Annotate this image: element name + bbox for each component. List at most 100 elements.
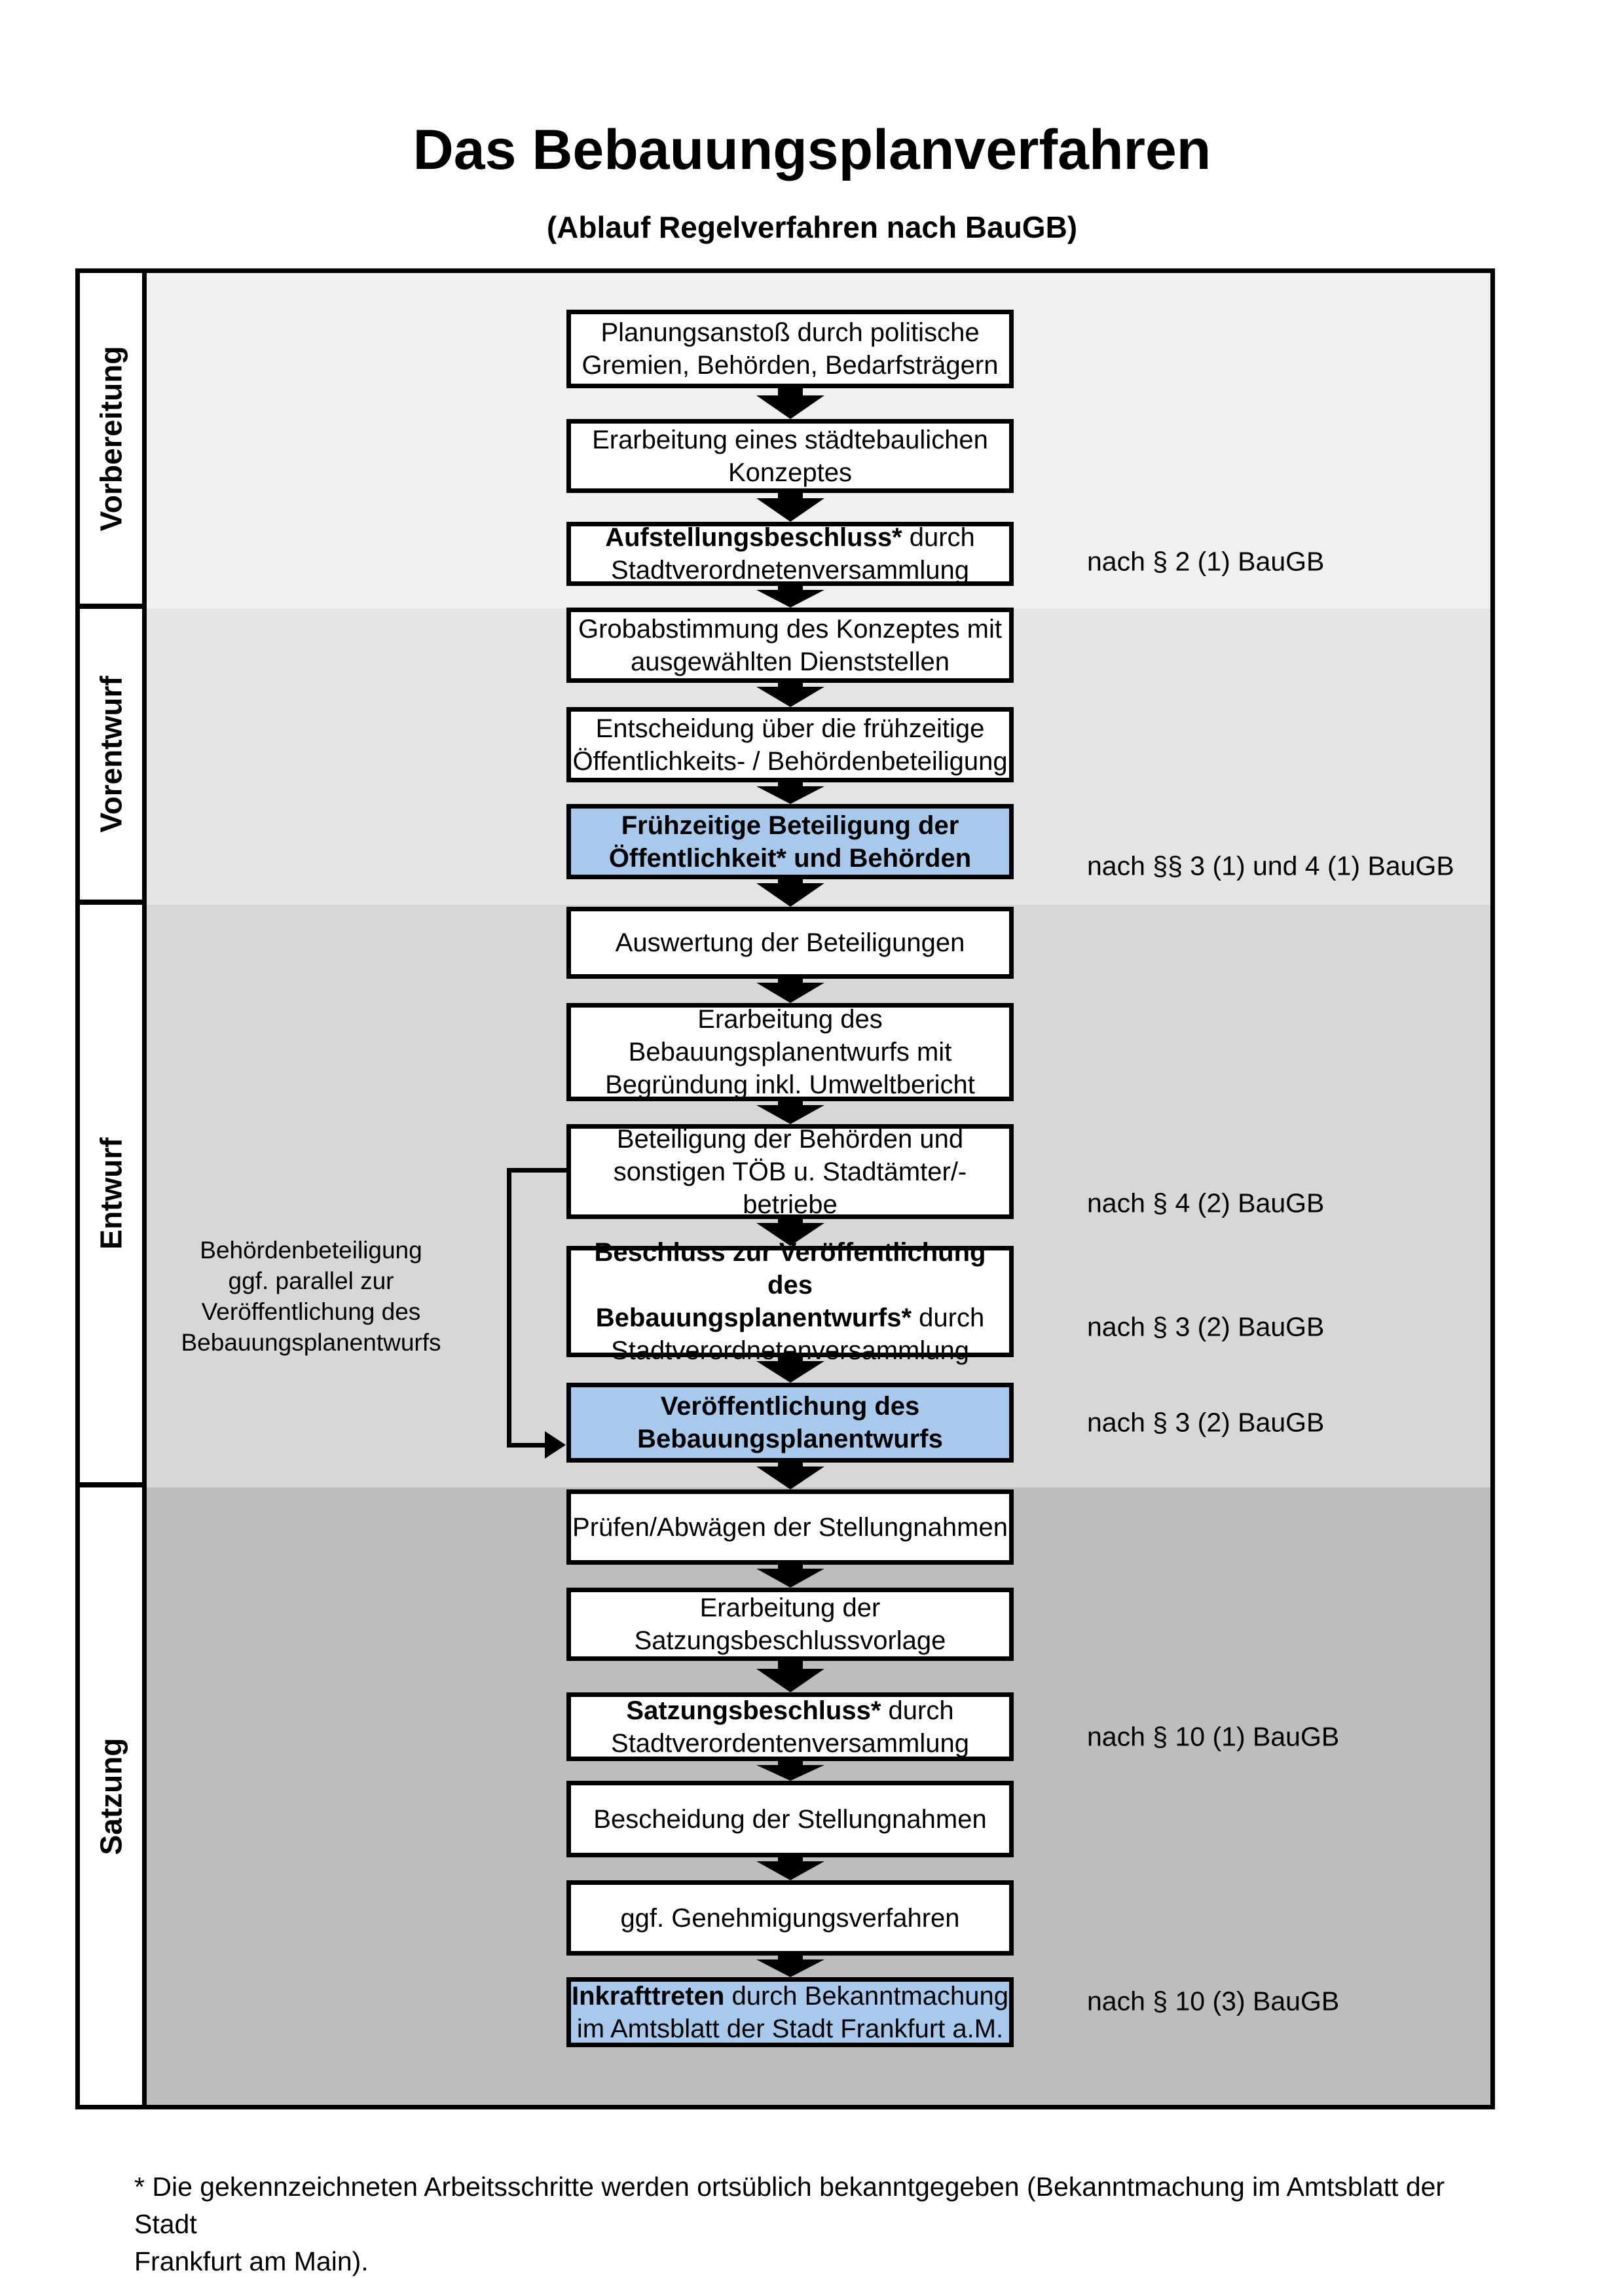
legal-reference: nach § 10 (1) BauGB	[1087, 1721, 1340, 1752]
down-arrow-icon	[756, 1861, 824, 1880]
flow-step-text: Bebauungsplanentwurfs* durch	[595, 1303, 985, 1332]
right-arrow-icon	[545, 1431, 566, 1459]
flow-step-text: Beschluss zur Veröffentlichung des	[594, 1238, 986, 1300]
flow-step-text: Bescheidung der Stellungnahmen	[593, 1804, 987, 1834]
down-arrow-icon	[756, 1361, 824, 1383]
down-arrow-icon	[777, 1357, 803, 1361]
flow-step-text: Stadtverordnetenversammlung	[611, 556, 969, 585]
down-arrow-icon	[756, 1959, 824, 1977]
footnote: * Die gekennzeichneten Arbeitsschritte w…	[134, 2168, 1509, 2280]
flow-step-text: Bebauungsplanentwurfs	[637, 1425, 943, 1453]
down-arrow-icon	[756, 786, 824, 804]
down-arrow-icon	[756, 883, 824, 907]
flow-step-text: im Amtsblatt der Stadt Frankfurt a.M.	[576, 2014, 1004, 2043]
flow-step-text: Erarbeitung eines städtebaulichen	[592, 425, 988, 454]
legal-reference: nach § 3 (2) BauGB	[1087, 1311, 1325, 1342]
diagram-frame	[75, 268, 1495, 2109]
down-arrow-icon	[777, 1956, 803, 1959]
down-arrow-icon	[777, 1101, 803, 1105]
flow-step-text: Erarbeitung der	[699, 1594, 881, 1622]
flow-step-text: Aufstellungsbeschluss* durch	[605, 523, 975, 552]
down-arrow-icon	[756, 1105, 824, 1124]
down-arrow-icon	[777, 1857, 803, 1861]
phase-label-text: Vorentwurf	[94, 676, 128, 833]
page-subtitle: (Ablauf Regelverfahren nach BauGB)	[546, 210, 1078, 244]
flow-step-text: Bebauungsplanentwurfs mit	[628, 1038, 952, 1066]
flow-step-text: Satzungsbeschluss* durch	[626, 1696, 954, 1725]
flow-step-7: Auswertung der Beteiligungen	[566, 907, 1014, 979]
parallel-procedure-note-line: Bebauungsplanentwurfs	[181, 1329, 441, 1356]
flow-step-text: Erarbeitung des	[697, 1005, 883, 1034]
down-arrow-icon	[777, 493, 803, 498]
down-arrow-icon	[756, 1669, 824, 1692]
phase-label-text: Entwurf	[94, 1137, 128, 1250]
down-arrow-icon	[777, 782, 803, 786]
down-arrow-icon	[777, 1463, 803, 1467]
phase-label-vorbereitung: Vorbereitung	[80, 273, 147, 609]
down-arrow-icon	[777, 1219, 803, 1223]
flow-step-text: Prüfen/Abwägen der Stellungnahmen	[572, 1512, 1008, 1542]
flow-step-text: Stadtverordentenversammlung	[611, 1728, 969, 1758]
down-arrow-icon	[777, 979, 803, 983]
flow-step-text: Öffentlichkeit* und Behörden	[608, 843, 972, 873]
flow-step-text: Grobabstimmung des Konzeptes mit	[578, 614, 1002, 644]
flow-step-text: Frühzeitige Beteiligung der	[621, 811, 959, 840]
down-arrow-icon	[756, 1223, 824, 1246]
flow-step-text: Beteiligung der Behörden und	[616, 1124, 964, 1154]
flow-step-16: ggf. Genehmigungsverfahren	[566, 1880, 1014, 1956]
flow-step-text: Satzungsbeschlussvorlage	[634, 1626, 946, 1655]
flow-step-15: Bescheidung der Stellungnahmen	[566, 1781, 1014, 1857]
down-arrow-icon	[756, 687, 824, 707]
legal-reference: nach §§ 3 (1) und 4 (1) BauGB	[1087, 850, 1454, 881]
down-arrow-icon	[756, 983, 824, 1003]
down-arrow-icon	[777, 1565, 803, 1569]
down-arrow-icon	[756, 498, 824, 522]
phase-label-entwurf: Entwurf	[80, 905, 147, 1487]
legal-reference: nach § 3 (2) BauGB	[1087, 1407, 1325, 1438]
flow-step-text: Planungsanstoß durch politische	[600, 318, 980, 347]
phase-label-text: Satzung	[94, 1738, 128, 1855]
flow-step-text: ggf. Genehmigungsverfahren	[620, 1903, 960, 1933]
down-arrow-icon	[756, 395, 824, 419]
phase-label-text: Vorbereitung	[94, 346, 128, 531]
flow-step-4: Grobabstimmung des Konzeptes mit ausgewäh…	[566, 608, 1014, 683]
footnote-line: Frankfurt am Main).	[134, 2246, 369, 2276]
parallel-branch-connector-vertical	[507, 1168, 511, 1448]
parallel-branch-connector-top	[507, 1168, 566, 1173]
phase-label-satzung: Satzung	[80, 1487, 147, 2105]
parallel-procedure-note-line: Veröffentlichung des	[201, 1298, 421, 1325]
flow-step-text: Gremien, Behörden, Bedarfsträgern	[581, 351, 999, 380]
flow-step-text: Veröffentlichung des	[660, 1392, 920, 1421]
down-arrow-icon	[777, 683, 803, 687]
parallel-procedure-note-line: Behördenbeteiligung	[200, 1237, 422, 1264]
down-arrow-icon	[777, 1761, 803, 1765]
flow-step-12: Prüfen/Abwägen der Stellungnahmen	[566, 1489, 1014, 1565]
down-arrow-icon	[756, 1765, 824, 1781]
down-arrow-icon	[756, 1569, 824, 1588]
down-arrow-icon	[777, 879, 803, 883]
phase-label-vorentwurf: Vorentwurf	[80, 609, 147, 905]
legal-reference: nach § 2 (1) BauGB	[1087, 546, 1325, 577]
parallel-procedure-note-line: ggf. parallel zur	[228, 1267, 394, 1294]
flow-step-text: ausgewählten Dienststellen	[631, 647, 950, 676]
flow-step-text: Auswertung der Beteiligungen	[615, 928, 965, 957]
down-arrow-icon	[777, 388, 803, 395]
flow-step-text: Öffentlichkeits- / Behördenbeteiligung	[572, 746, 1008, 776]
flow-step-text: sonstigen TÖB u. Stadtämter/-betriebe	[613, 1157, 967, 1219]
footnote-line: * Die gekennzeichneten Arbeitsschritte w…	[134, 2172, 1445, 2239]
legal-reference: nach § 10 (3) BauGB	[1087, 1986, 1340, 2016]
down-arrow-icon	[777, 1661, 803, 1669]
down-arrow-icon	[756, 590, 824, 608]
